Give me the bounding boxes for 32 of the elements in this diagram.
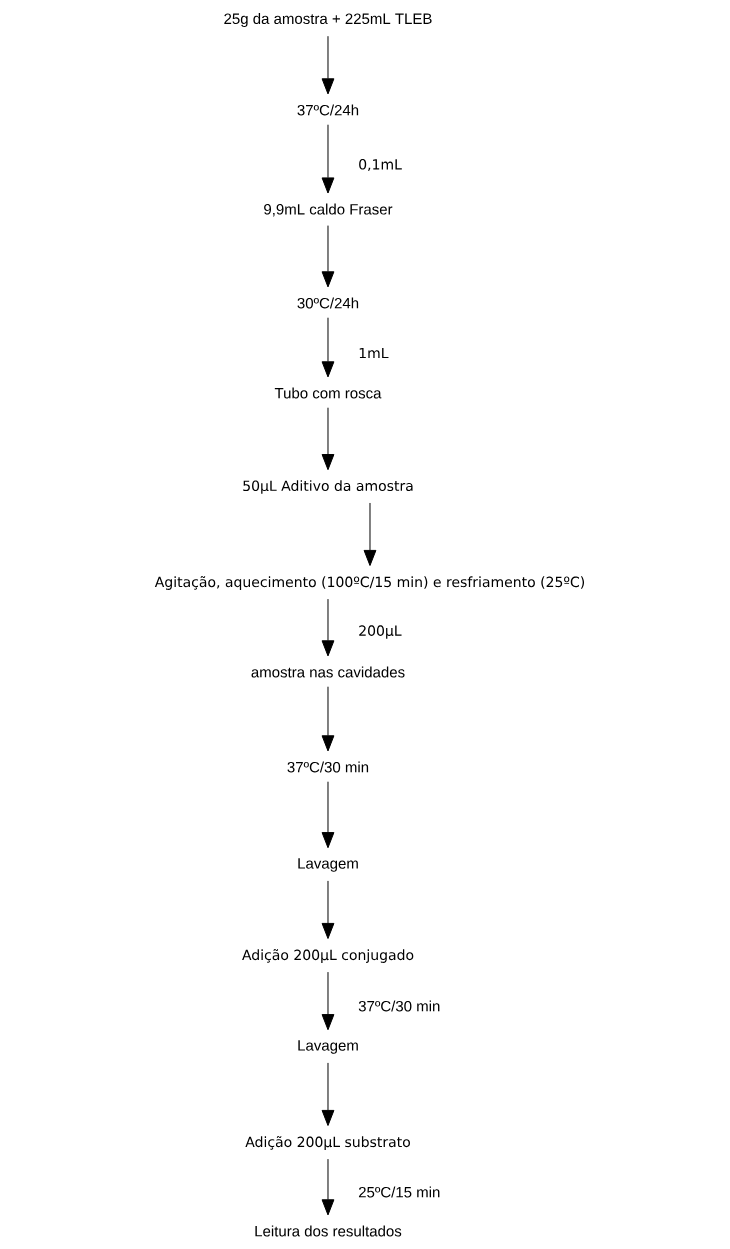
step-text: 37ºC/30 min [287,761,369,773]
arrow [321,1062,335,1126]
arrow [321,598,335,657]
arrow [363,502,377,566]
arrow [321,407,335,471]
step-text: Adição 200µL substrato [245,1136,410,1150]
edge-label: 0,1mL [357,158,403,172]
arrow [321,124,335,194]
step-text: 9,9mL caldo Fraser [264,203,393,217]
step-text: 30ºC/24h [297,297,359,309]
step-text: 25g da amostra + 225mL TLEB [224,13,432,27]
edge-label: 1mL [357,346,390,360]
step-text: amostra nas cavidades [251,666,405,678]
step-text: Tubo com rosca [274,387,382,399]
step-text: Lavagem [298,858,358,872]
arrow [321,225,335,288]
step-text: Lavagem [298,1040,358,1054]
step-text: 50µL Aditivo da amostra [243,480,413,494]
arrow [321,317,335,378]
edge-label: 37ºC/30 min [357,999,442,1013]
step-text: 37ºC/24h [297,104,359,116]
arrow [321,971,335,1031]
arrow [321,880,335,939]
edge-label: 25ºC/15 min [357,1185,442,1199]
step-text: Agitação, aquecimento (100ºC/15 min) e resfriamento (25ºC) [154,576,584,590]
step-text: Adição 200µL conjugado [242,949,414,963]
arrow [321,686,335,752]
arrow [321,1158,335,1216]
step-text: Leitura dos resultados [255,1225,402,1237]
arrow [321,781,335,849]
arrow [321,35,335,95]
edge-label: 200µL [357,624,403,640]
